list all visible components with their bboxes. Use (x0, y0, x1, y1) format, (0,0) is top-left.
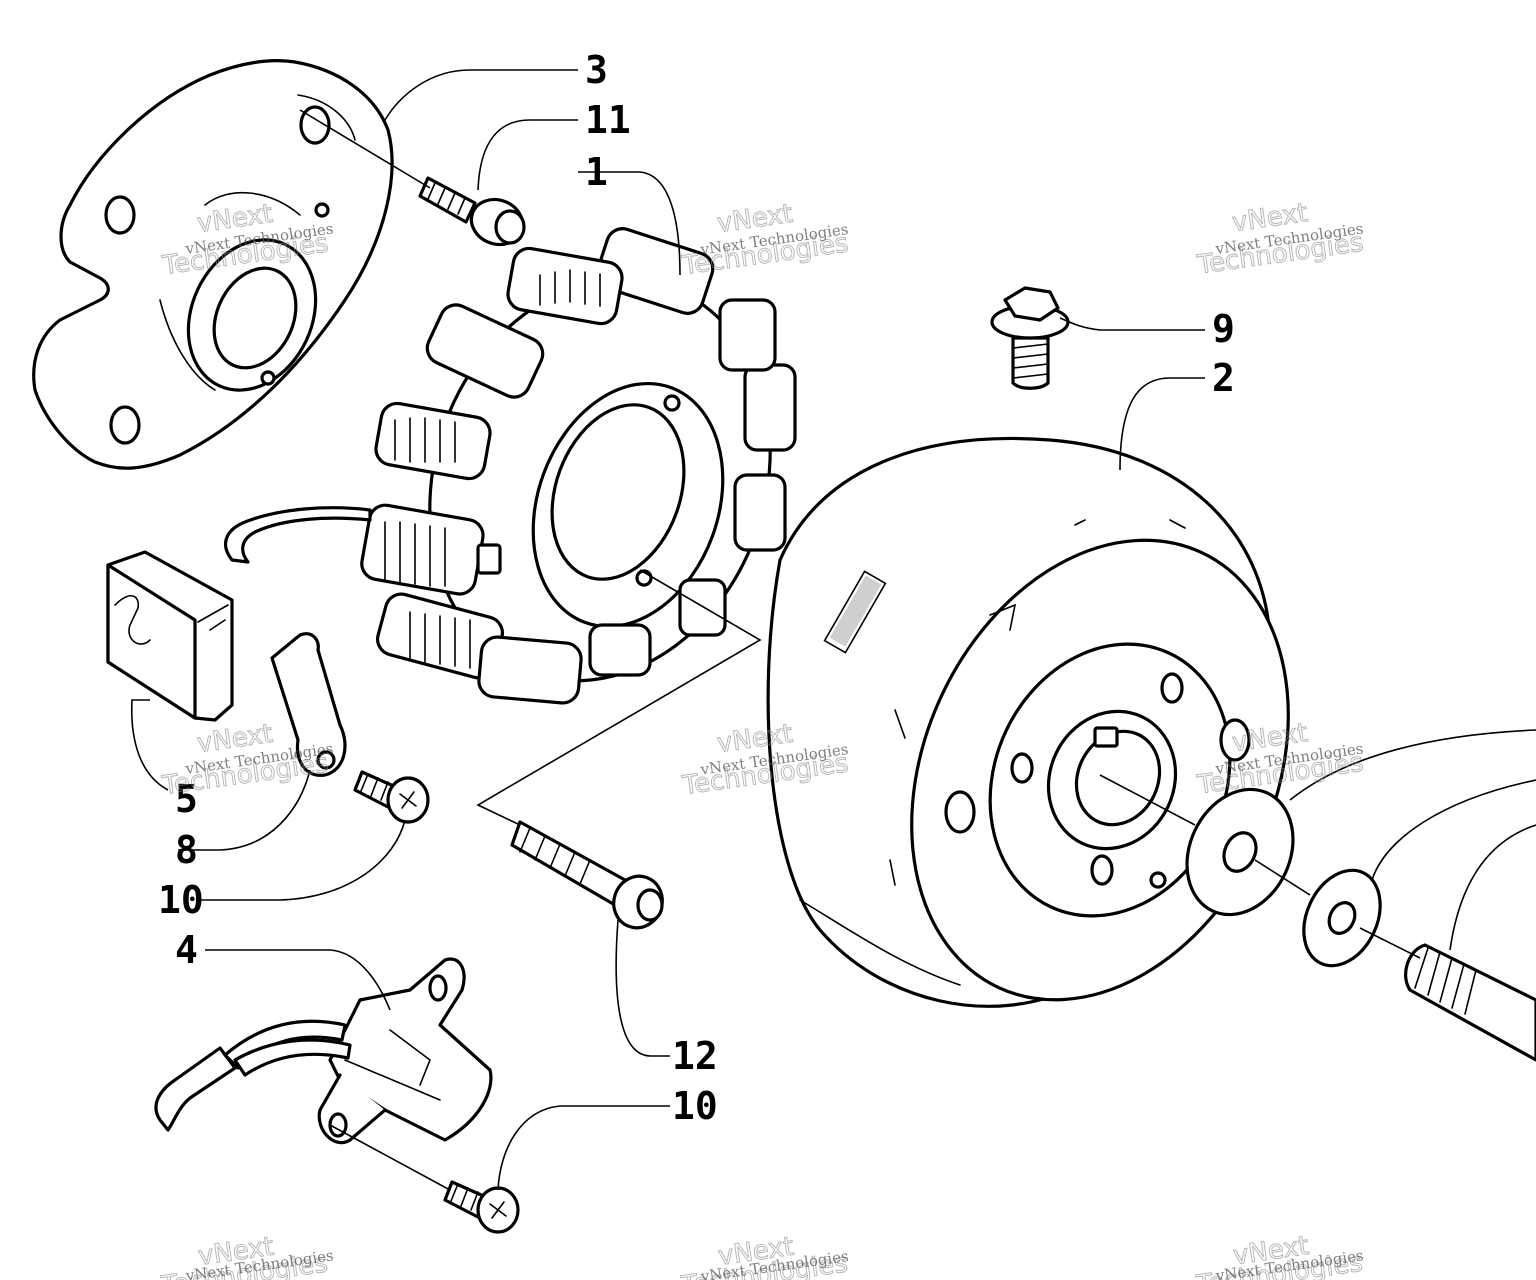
washer-small (1302, 868, 1382, 968)
part-9-hex-bolt (990, 286, 1070, 390)
callout-3: 3 (585, 48, 608, 92)
part-1-stator (223, 227, 797, 705)
callout-8: 8 (175, 828, 198, 872)
callout-2: 2 (1212, 356, 1235, 400)
callout-5: 5 (175, 777, 198, 821)
callout-11: 11 (585, 98, 631, 142)
callout-10-lower: 10 (672, 1084, 718, 1128)
callout-10-upper: 10 (158, 878, 204, 922)
part-8-bracket (270, 632, 347, 777)
part-4-pickup-sensor (154, 957, 493, 1145)
threaded-shaft (1404, 943, 1536, 1062)
callout-1: 1 (585, 150, 608, 194)
part-10-screw-upper (353, 770, 430, 824)
callout-12: 12 (672, 1034, 718, 1078)
part-10-screw-lower (443, 1180, 520, 1234)
callout-labels: 3 11 1 9 2 5 8 10 4 12 10 (158, 48, 1235, 1128)
callout-9: 9 (1212, 307, 1235, 351)
part-11-bolt (418, 176, 526, 247)
leader-lines (130, 69, 1536, 1191)
part-3-stator-plate (32, 59, 394, 470)
washer-large (1185, 787, 1295, 917)
part-12-long-bolt (510, 820, 664, 930)
part-5-cover-plate (106, 550, 234, 722)
callout-4: 4 (175, 928, 198, 972)
